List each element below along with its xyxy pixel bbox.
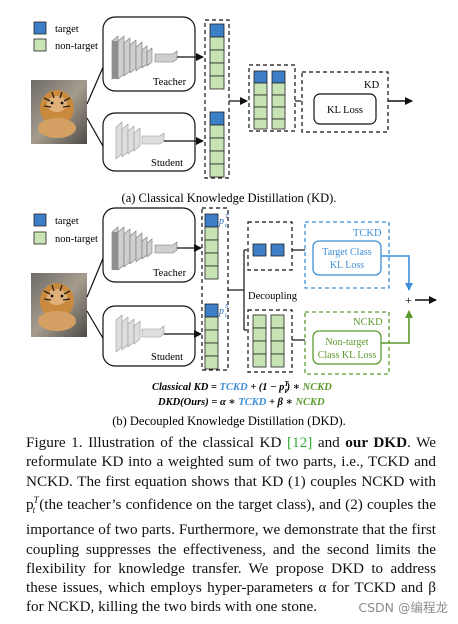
tckd-kl-box (312, 240, 382, 276)
combined-logits-a (248, 64, 296, 132)
legend-target-swatch-b (33, 213, 47, 227)
svg-text:t: t (225, 312, 227, 319)
caption-rest2: (the teacher’s confidence on the target … (26, 495, 436, 616)
legend-target-label: target (55, 24, 79, 35)
caption-sup: T (33, 494, 39, 505)
svg-text:t: t (225, 222, 227, 229)
teacher-logits-a (209, 23, 225, 90)
eq2-mid: + β ∗ (266, 397, 295, 408)
target-pair-box (247, 221, 293, 271)
eq1-end: ) ∗ (286, 382, 303, 393)
kl-loss-label: KL Loss (327, 105, 363, 116)
plus-sign: + (405, 293, 412, 307)
caption-rest: . We reformulate KD into a weighted sum … (26, 434, 437, 513)
tiger-image (31, 80, 87, 144)
logits-column-b (201, 207, 229, 371)
teacher-label-b: Teacher (153, 268, 187, 279)
ptt-label-teacher: p T t (218, 213, 229, 229)
legend-nontarget-label-b: non-target (55, 234, 98, 245)
teacher-network-icon-b (111, 226, 178, 271)
eq2-nckd: NCKD (294, 397, 325, 408)
subcaption-a: (a) Classical Knowledge Distillation (KD… (122, 191, 337, 205)
eq1-nckd: NCKD (302, 382, 333, 393)
caption-sub: t (32, 504, 36, 515)
legend-nontarget-swatch-b (33, 231, 47, 245)
svg-text:T: T (225, 213, 229, 220)
equation-2: DKD(Ours) = α ∗ TCKD + β ∗ NCKD (157, 397, 325, 408)
student-logits-a (209, 111, 225, 178)
figure-caption: Figure 1. Illustration of the classical … (26, 433, 436, 617)
nckd-box-line1: Non-target (325, 337, 368, 348)
eq1-mid: + (1 − p (248, 382, 285, 393)
tiger-image-b (31, 273, 87, 337)
student-logits-b (204, 303, 219, 370)
panel-b: target non-target Teacher S (31, 207, 437, 428)
teacher-network-icon (111, 35, 178, 80)
nckd-label: NCKD (353, 317, 383, 328)
caption-lead: Figure 1. Illustration of the classical … (26, 434, 287, 451)
legend-target-swatch (33, 21, 47, 35)
eq1-tckd: TCKD (220, 382, 248, 393)
panel-a: target non-target Teacher (31, 16, 413, 205)
legend-nontarget-label: non-target (55, 41, 98, 52)
tckd-box-line1: Target Class (322, 247, 371, 258)
student-label: Student (151, 158, 183, 169)
eq2-tckd: TCKD (238, 397, 266, 408)
decoupling-label: Decoupling (248, 291, 298, 302)
svg-text:p: p (218, 216, 224, 227)
kd-box (301, 71, 389, 133)
teacher-label: Teacher (153, 77, 187, 88)
student-network-icon (115, 121, 165, 160)
subcaption-b: (b) Decoupled Knowledge Distillation (DK… (112, 414, 346, 428)
nontarget-pair-box (247, 309, 293, 373)
student-label-b: Student (151, 352, 183, 363)
legend-nontarget-swatch (33, 38, 47, 52)
tckd-box (304, 221, 390, 289)
pst-label-student: p S t (218, 303, 229, 319)
nckd-box-line2: Class KL Loss (318, 350, 377, 361)
caption-bold: our DKD (345, 434, 408, 451)
nckd-kl-box (312, 330, 382, 365)
svg-text:S: S (225, 303, 229, 310)
tckd-box-line2: KL Loss (330, 260, 364, 271)
tckd-label: TCKD (353, 228, 382, 239)
legend-target-label-b: target (55, 216, 79, 227)
watermark: CSDN @编程龙 (358, 600, 448, 615)
kl-loss-box (313, 93, 377, 125)
kd-label: KD (364, 80, 380, 91)
figure: target non-target Teacher (31, 16, 437, 428)
teacher-logits-b (204, 213, 219, 280)
svg-text:p: p (218, 306, 224, 317)
eq1-left: Classical KD = (152, 382, 220, 393)
caption-mid: and (312, 434, 346, 451)
student-network-icon-b (115, 314, 165, 353)
citation-link[interactable]: [12] (286, 434, 313, 451)
eq1-sup: T (284, 380, 289, 388)
eq2-left: DKD(Ours) = α ∗ (157, 397, 238, 408)
eq1-sub: t (285, 387, 288, 395)
